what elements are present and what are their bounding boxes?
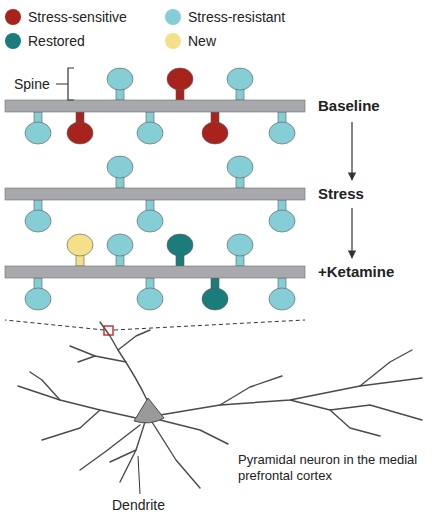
legend-entry: Stress-resistant [164,8,285,26]
zoom-line [5,320,305,330]
dendrite-bar [5,188,305,200]
legend-swatch [5,33,21,49]
legend-text: Stress-resistant [188,9,285,25]
legend-text: Restored [28,33,85,49]
legend-entry: Restored [4,32,85,50]
spine-head [167,68,193,90]
spine-head [227,156,253,178]
legend-swatch-box [164,32,182,50]
legend-swatch-box [4,8,22,26]
spine-head [202,288,228,310]
legend-swatch [165,9,181,25]
spine-head [67,122,93,144]
legend-swatch [5,9,21,25]
spine-head [25,288,51,310]
legend-entry: New [164,32,216,50]
spine-head [137,288,163,310]
legend-swatch-box [164,8,182,26]
spine-head [25,210,51,232]
part-label: Spine [14,76,50,93]
zoom-box [104,326,113,335]
stage-arrow [351,122,352,180]
dendrite-bar [5,100,305,112]
spine-head [107,68,133,90]
spine-head [137,122,163,144]
legend-swatch-box [4,32,22,50]
legend-text: Stress-sensitive [28,9,127,25]
spine-head [227,68,253,90]
dendrite-rows [5,68,305,310]
leader-line [138,456,140,494]
spine-head [202,122,228,144]
stage-label: Baseline [318,97,380,115]
stage-label: Stress [318,185,364,203]
soma [134,398,164,423]
spine-head [167,234,193,256]
spine-head [269,210,295,232]
spine-head [227,234,253,256]
spine-bracket [56,68,74,100]
legend-entry: Stress-sensitive [4,8,127,26]
spine-head [107,156,133,178]
spine-head [107,234,133,256]
spine-head [67,234,93,256]
stage-label: +Ketamine [318,263,394,281]
legend-text: New [188,33,216,49]
dendrite-segment [5,234,305,310]
part-label: Dendrite [112,497,165,514]
dendrite-segment [5,156,305,232]
spine-head [25,122,51,144]
spine-head [269,288,295,310]
spine-head [269,122,295,144]
legend-swatch [165,33,181,49]
spine-head [137,210,163,232]
neuron-caption: Pyramidal neuron in the medial prefronta… [238,452,426,483]
dendrite-segment [5,68,305,144]
stage-arrow [351,208,352,258]
dendrite-bar [5,266,305,278]
